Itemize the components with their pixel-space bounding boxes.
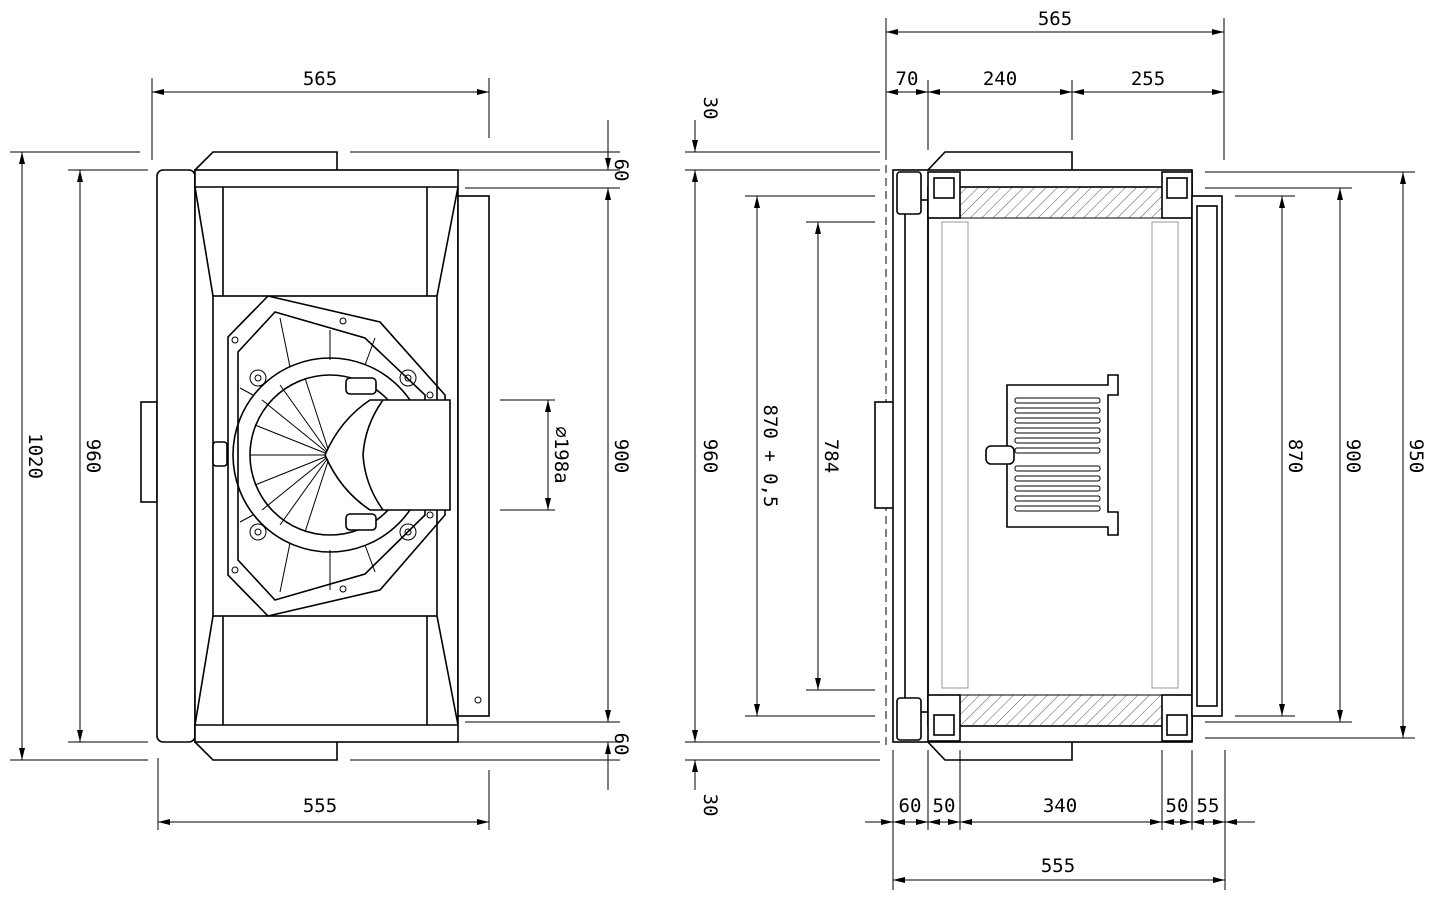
insulation-top — [959, 186, 1163, 219]
dim-left-offset-bottom: 60 — [610, 733, 632, 756]
dim-right-width-top: 565 — [1038, 8, 1072, 30]
left-view-fan-front — [140, 151, 490, 761]
dim-right-offset-bottom: 30 — [699, 794, 721, 817]
outlet-panel — [457, 195, 490, 717]
cable-gland — [985, 445, 1015, 465]
terminal-box — [985, 374, 1119, 536]
dim-right-seg-top-1: 70 — [896, 68, 919, 90]
dim-left-height-body: 900 — [610, 439, 632, 473]
dim-right-height-flange: 960 — [699, 439, 721, 473]
dim-right-seg-top-3: 255 — [1131, 68, 1165, 90]
dim-left-height-flange: 960 — [82, 439, 104, 473]
dim-right-height-right-body: 900 — [1342, 439, 1364, 473]
dim-right-height-right-outer: 950 — [1405, 439, 1427, 473]
dim-right-height-inner: 784 — [820, 439, 842, 473]
dim-motor-diameter: ⌀198a — [550, 426, 572, 483]
dim-right-height-opening: 870 + 0,5 — [759, 405, 781, 508]
dim-right-seg-bottom-1: 60 — [899, 795, 922, 817]
dim-right-seg-bottom-2: 50 — [933, 795, 956, 817]
dim-left-width-top: 565 — [303, 68, 337, 90]
dim-left-offset-top: 60 — [610, 159, 632, 182]
right-dimension-lines — [685, 18, 1415, 890]
dim-right-seg-bottom-4: 50 — [1166, 795, 1189, 817]
dim-right-offset-top: 30 — [699, 97, 721, 120]
mounting-flange — [156, 169, 196, 743]
dim-left-height-overall: 1020 — [24, 433, 46, 479]
dim-left-width-bottom: 555 — [303, 795, 337, 817]
left-dimension-lines — [10, 78, 620, 830]
side-handle — [140, 401, 158, 503]
motor-assembly — [212, 295, 451, 617]
right-view-fan-section — [874, 151, 1223, 761]
dim-right-seg-bottom-5: 55 — [1197, 795, 1220, 817]
dim-right-height-right-inner: 870 — [1284, 439, 1306, 473]
dim-right-width-bottom: 555 — [1041, 855, 1075, 877]
dim-right-seg-bottom-3: 340 — [1043, 795, 1077, 817]
dim-right-seg-top-2: 240 — [983, 68, 1017, 90]
motor-housing — [324, 399, 451, 511]
insulation-bottom — [959, 694, 1163, 727]
